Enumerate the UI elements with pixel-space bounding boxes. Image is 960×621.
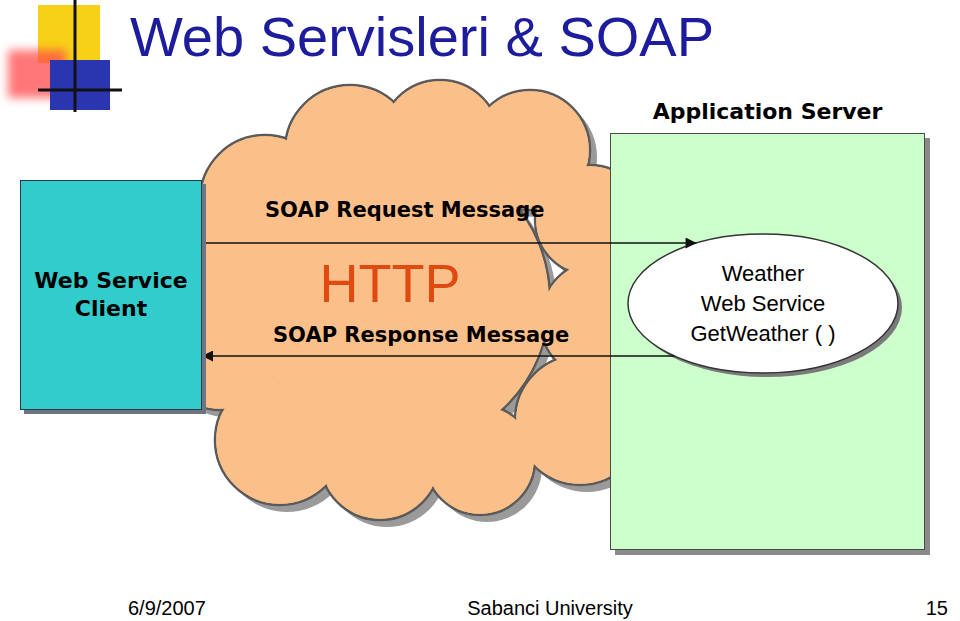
text-holder: Web Service Client	[21, 181, 201, 409]
message-arrow	[202, 242, 697, 244]
cross-line	[38, 89, 122, 92]
protocol-label: HTTP	[320, 253, 461, 313]
slide-title: Web Servisleri & SOAP	[130, 8, 714, 66]
client-box: Web Service Client	[20, 180, 202, 410]
cross-line	[74, 0, 77, 112]
footer-wrap: 6/9/2007	[128, 596, 206, 620]
service-text: GetWeather ( )	[690, 319, 835, 349]
title-wrap: Web Servisleri & SOAP	[130, 8, 714, 66]
text-holder: HTTP	[190, 253, 590, 313]
edge-label-wrap: SOAP Request Message	[265, 197, 544, 223]
cloud-outline	[160, 80, 660, 520]
blue-square	[50, 60, 110, 110]
box-label: Application Server	[653, 98, 883, 126]
message-label: SOAP Response Message	[273, 322, 569, 348]
ellipse-outline	[628, 234, 898, 373]
service-text: Web Service	[701, 289, 825, 319]
cloud-lobe-fill	[251, 151, 549, 449]
footer-wrap: Sabanci University	[350, 596, 750, 620]
cloud-fill	[161, 81, 659, 519]
footer-wrap: 15	[926, 596, 948, 620]
message-label: SOAP Request Message	[265, 197, 544, 223]
box-label: Web Service Client	[29, 267, 193, 323]
application-server-box: Application ServerWeatherWeb ServiceGetW…	[610, 133, 925, 550]
footer-text: Sabanci University	[467, 596, 633, 620]
cloud-lobe	[250, 150, 550, 450]
footer-text: 6/9/2007	[128, 596, 206, 620]
cloud-shadow	[167, 87, 667, 527]
network-cloud: HTTP	[180, 85, 620, 515]
text-holder: Application Server	[571, 98, 960, 126]
edge-label-wrap: SOAP Response Message	[273, 322, 569, 348]
footer-text: 15	[926, 596, 948, 620]
service-text: Weather	[722, 259, 805, 289]
message-arrow	[202, 355, 675, 357]
